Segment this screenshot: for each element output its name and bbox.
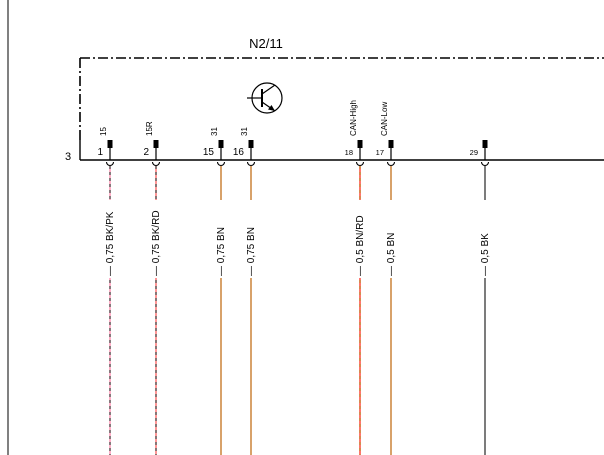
pin-2: 2 15R — 0,75 BK/RD — [143, 121, 162, 455]
wire-label-gap — [150, 200, 162, 278]
pin-socket — [151, 161, 161, 167]
pin-terminal — [388, 140, 394, 148]
wire-label: — 0,75 BN — [246, 227, 257, 276]
wire-label: — 0,75 BN — [216, 227, 227, 276]
pin-socket — [105, 161, 115, 167]
wire-label-gap — [385, 200, 397, 278]
component-boundary — [79, 57, 604, 140]
pin-socket — [216, 161, 226, 167]
pin-signal-label: 15 — [99, 127, 108, 136]
wire-label-gap — [215, 200, 227, 278]
pin-terminal — [357, 140, 363, 148]
wire-label: — 0,75 BK/RD — [151, 210, 162, 276]
pin-socket — [355, 161, 365, 167]
pin-number: 18 — [345, 148, 353, 157]
pin-1: 1 15 — 0,75 BK/PK — [97, 127, 116, 455]
pin-signal-label: 15R — [145, 121, 154, 136]
pin-15: 15 31 — 0,75 BN — [203, 127, 227, 455]
wire-label: — 0,75 BK/PK — [105, 211, 116, 276]
pin-terminal — [248, 140, 254, 148]
pin-29: 29 — 0,5 BK — [470, 140, 491, 455]
pin-signal-label: 31 — [210, 127, 219, 136]
pin-number: 29 — [470, 148, 478, 157]
pin-number: 2 — [143, 147, 149, 158]
pins-layer: 1 15 — 0,75 BK/PK 2 15R — 0,75 BK/RD 15 31 — 0,7… — [97, 100, 491, 455]
pin-socket — [480, 161, 490, 167]
pin-17: 17 CAN-Low — 0,5 BN — [376, 102, 397, 455]
pin-number: 16 — [233, 147, 245, 158]
wire-label: — 0,5 BN — [386, 233, 397, 276]
pin-16: 16 31 — 0,75 BN — [233, 127, 257, 455]
pin-signal-label: 31 — [240, 127, 249, 136]
pin-socket — [386, 161, 396, 167]
pin-terminal — [482, 140, 488, 148]
wire-label: — 0,5 BN/RD — [355, 215, 366, 276]
pin-socket — [246, 161, 256, 167]
transistor-icon — [247, 82, 283, 114]
pin-terminal — [218, 140, 224, 148]
connector-number: 3 — [65, 151, 71, 163]
pin-terminal — [107, 140, 113, 148]
wire-label-gap — [479, 200, 491, 278]
pin-number: 17 — [376, 148, 384, 157]
wire-label-gap — [354, 200, 366, 278]
pin-number: 15 — [203, 147, 215, 158]
pin-terminal — [153, 140, 159, 148]
pin-number: 1 — [97, 147, 103, 158]
pin-signal-label: CAN-Low — [380, 102, 389, 136]
wire-label: — 0,5 BK — [480, 233, 491, 276]
wire-label-gap — [245, 200, 257, 278]
wire-label-gap — [104, 200, 116, 278]
pin-18: 18 CAN-High — 0,5 BN/RD — [345, 100, 366, 455]
pin-signal-label: CAN-High — [349, 100, 358, 136]
component-label: N2/11 — [249, 36, 283, 51]
